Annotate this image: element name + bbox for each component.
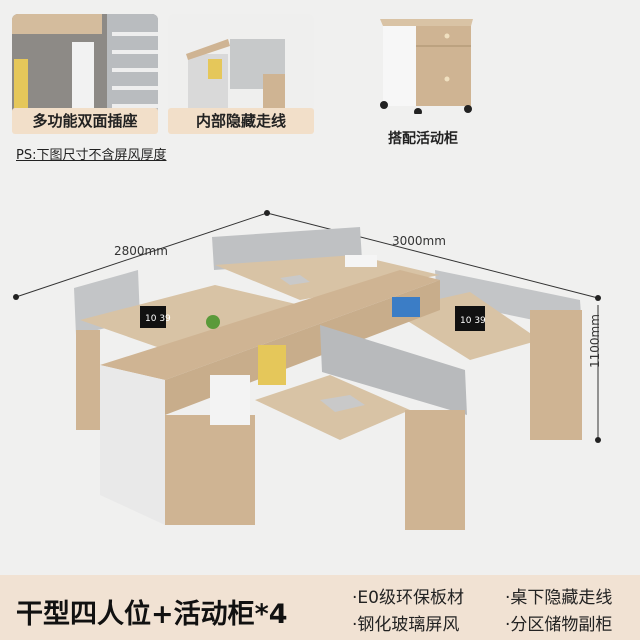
feature-4: ·分区储物副柜 — [505, 615, 613, 635]
socket-caption: 多功能双面插座 — [12, 108, 158, 134]
monitor-right — [455, 306, 485, 331]
four-person-workstation: 10 39 10 39 — [13, 210, 601, 530]
mobile-cabinet-illustration — [380, 19, 473, 114]
size-note: PS:下图尺寸不含屏风厚度 — [16, 148, 167, 163]
monitor-left-clock: 10 39 — [145, 314, 171, 324]
feature-2: ·桌下隐藏走线 — [505, 588, 613, 608]
dimension-left: 2800mm — [114, 244, 168, 258]
dimension-lines — [15, 212, 599, 440]
product-title: 干型四人位+活动柜*4 — [16, 599, 288, 630]
hidden-wiring-caption: 内部隐藏走线 — [168, 108, 314, 134]
dimension-height: 1100mm — [588, 314, 602, 368]
dimension-right: 3000mm — [392, 234, 446, 248]
feature-3: ·钢化玻璃屏风 — [352, 615, 460, 635]
monitor-left — [140, 306, 166, 328]
feature-banner — [0, 575, 640, 640]
cubicle-illustration — [186, 39, 285, 114]
mobile-cabinet-caption: 搭配活动柜 — [388, 131, 458, 147]
feature-1: ·E0级环保板材 — [352, 588, 464, 608]
monitor-right-clock: 10 39 — [460, 316, 486, 326]
